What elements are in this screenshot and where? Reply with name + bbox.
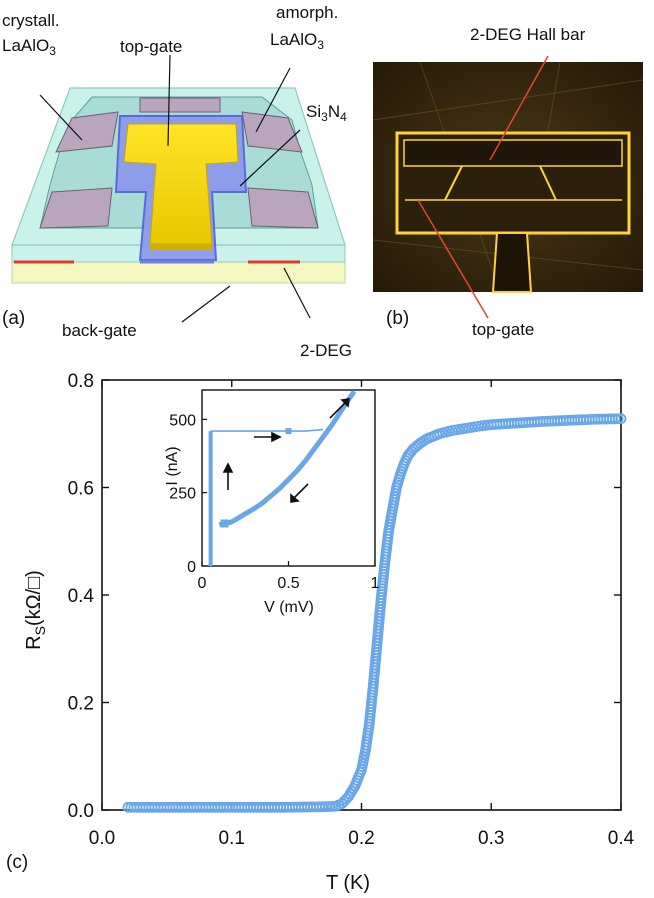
main-axis-ticks: 0.0 0.1 0.2 0.3 0.4 0.0 0.2 0.4 0.6 0.8 <box>68 371 635 849</box>
leader-crystall <box>39 94 83 141</box>
main-ytick-label: 0.2 <box>68 694 94 715</box>
contact-pad-top <box>139 97 221 113</box>
inset-ytick-label: 0 <box>187 559 196 576</box>
panel-a-label: (a) <box>2 308 25 329</box>
leader-2deg <box>283 267 311 319</box>
main-ylabel: RS(kΩ/□) <box>23 570 48 650</box>
panel-b-micrograph: 2-DEG Hall bar (b) top-gate <box>372 25 644 339</box>
main-data-series <box>122 413 627 813</box>
panel-c-label: (c) <box>6 852 28 873</box>
pointer-topgate-b <box>417 199 489 319</box>
inset-xlabel: V (mV) <box>264 599 314 616</box>
label-hallbar: 2-DEG Hall bar <box>470 25 586 44</box>
inset-ytick-label: 500 <box>169 412 196 429</box>
pointer-hallbar <box>489 55 549 161</box>
hallbar-arm-left <box>444 165 463 201</box>
label-backgate: back-gate <box>62 321 137 340</box>
label-2deg: 2-DEG <box>300 341 352 360</box>
arrow-up-head <box>222 462 234 473</box>
arrow-ne <box>329 401 347 419</box>
inset-series-line <box>210 428 324 432</box>
inset-marker <box>285 428 292 435</box>
main-xtick-label: 0.3 <box>478 828 504 849</box>
panel-a-device-schematic: crystall. LaAlO3 top-gate amorph. LaAlO3… <box>2 3 352 360</box>
contact-pad-left-bottom <box>39 187 113 229</box>
inset-data-series <box>208 390 357 566</box>
inset-ylabel: I (nA) <box>164 446 181 485</box>
arrow-right-head <box>271 431 282 443</box>
inset-xtick-label: 0.5 <box>277 575 299 592</box>
main-ytick-label: 0.4 <box>68 586 95 607</box>
label-amorph-line1: amorph. <box>276 3 338 22</box>
arrow-sw-head <box>290 493 300 503</box>
inset-xtick-label: 0 <box>198 575 207 592</box>
main-ytick-label: 0.6 <box>68 479 94 500</box>
gate-lead <box>491 232 533 293</box>
label-crystall-line2: LaAlO3 <box>2 36 56 58</box>
main-data-point <box>615 413 627 425</box>
label-crystall-line1: crystall. <box>2 11 60 30</box>
leader-amorph <box>255 67 291 133</box>
main-xtick-label: 0.0 <box>89 828 115 849</box>
main-data-point <box>326 800 338 812</box>
inset-series-line <box>218 390 357 528</box>
label-si3n4: Si3N4 <box>306 102 347 124</box>
main-xlabel: T (K) <box>326 872 370 894</box>
main-data-point <box>323 801 335 812</box>
panel-b-label: (b) <box>386 308 409 329</box>
label-topgate-b: top-gate <box>472 320 534 339</box>
inset-xtick-label: 1 <box>371 575 380 592</box>
contact-pad-left-top <box>55 111 119 153</box>
inset-marker <box>220 519 229 528</box>
inset-axis-ticks: 0 0.5 1 0 250 500 <box>169 412 379 592</box>
main-xtick-label: 0.4 <box>608 828 635 849</box>
leader-topgate <box>167 54 171 147</box>
arrow-sw <box>293 483 309 499</box>
top-gate-edge <box>150 244 212 250</box>
label-amorph-line2: LaAlO3 <box>270 30 324 52</box>
inset-ytick-label: 250 <box>169 486 196 503</box>
leader-si3n4 <box>239 129 301 187</box>
main-xtick-label: 0.1 <box>219 828 245 849</box>
hallbar-channel <box>403 139 623 167</box>
label-topgate-a: top-gate <box>120 37 182 56</box>
label-amorph-sub: 3 <box>317 38 324 52</box>
main-xtick-label: 0.2 <box>348 828 374 849</box>
hallbar-arm-right <box>539 165 557 201</box>
arrow-ne-head <box>340 398 350 408</box>
inset-arrows <box>222 398 350 503</box>
label-crystall-sub: 3 <box>49 44 56 58</box>
main-ytick-label: 0.8 <box>68 371 94 392</box>
contact-pad-right-bottom <box>247 187 319 229</box>
leader-backgate <box>181 285 231 323</box>
main-ytick-label: 0.0 <box>68 801 94 822</box>
ohm-square-symbol: □ <box>23 577 45 589</box>
